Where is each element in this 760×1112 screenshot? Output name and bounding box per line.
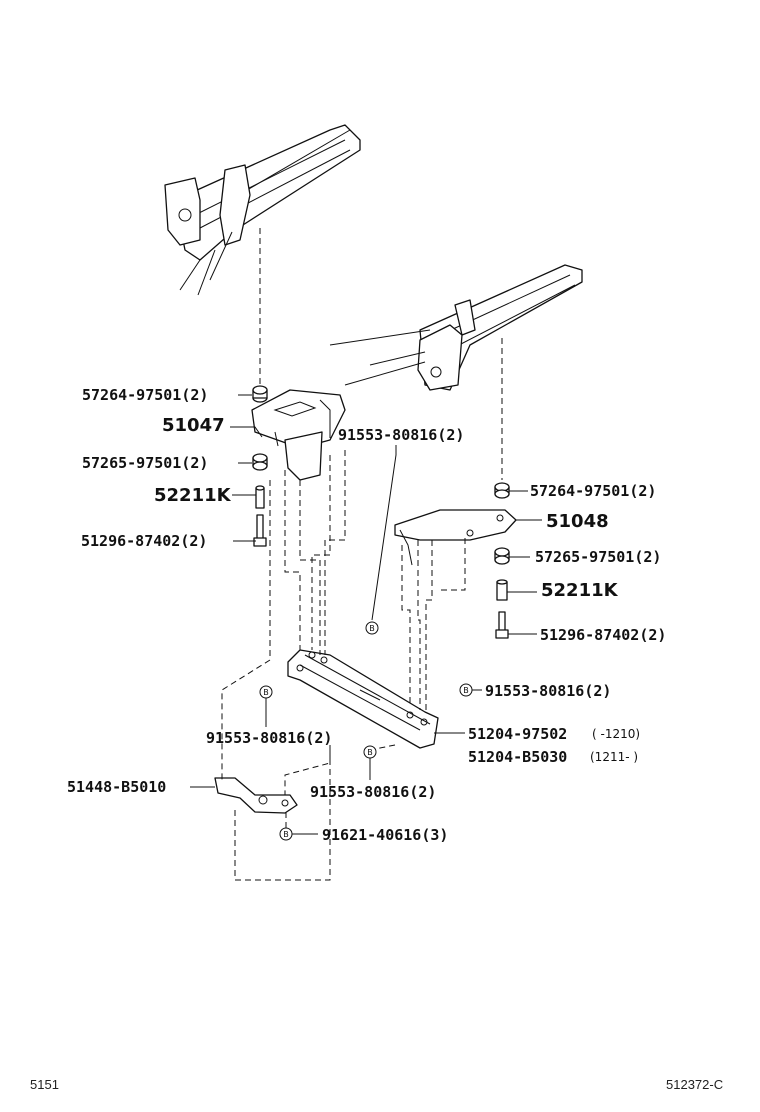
- label-51296-right: 51296-87402(2): [540, 626, 666, 644]
- bolt-marker-right: B: [459, 683, 473, 697]
- bracket-51448: [214, 777, 298, 814]
- footer-left-code: 5151: [30, 1077, 59, 1092]
- bolt-marker-upper: B: [365, 621, 379, 635]
- label-51204-b: 51204-B5030: [468, 748, 567, 766]
- label-91621: 91621-40616(3): [322, 826, 448, 844]
- label-91553-upper: 91553-80816(2): [338, 426, 464, 444]
- collar-52211k-left: [255, 485, 265, 509]
- label-52211k-right: 52211K: [541, 580, 619, 601]
- left-frame-rail: [164, 124, 361, 296]
- label-51448: 51448-B5010: [67, 778, 166, 796]
- bolt-51296-left: [253, 514, 267, 547]
- svg-text:B: B: [263, 688, 269, 697]
- assembly-guides: [221, 228, 503, 881]
- label-57264-left: 57264-97501(2): [82, 386, 208, 404]
- right-frame-rail: [329, 264, 583, 391]
- collar-52211k-right: [496, 579, 508, 601]
- svg-text:B: B: [367, 748, 373, 757]
- crossmember-51204: [287, 649, 439, 749]
- engine-mount-51048: [394, 509, 517, 566]
- label-57265-left: 57265-97501(2): [82, 454, 208, 472]
- insulator-57264-right: [494, 482, 510, 499]
- bolt-51296-right: [495, 611, 509, 639]
- label-51047: 51047: [162, 415, 225, 436]
- insulator-57265-left: [252, 453, 268, 471]
- label-51204-a: 51204-97502: [468, 725, 567, 743]
- leader-lines: [190, 394, 542, 835]
- label-51204-a-range: ( -1210): [592, 727, 640, 741]
- label-51048: 51048: [546, 511, 609, 532]
- label-91553-left: 91553-80816(2): [206, 729, 332, 747]
- bolt-marker-bottom: B: [363, 745, 377, 759]
- bolt-marker-bracket: B: [279, 827, 293, 841]
- label-52211k-left: 52211K: [154, 485, 232, 506]
- svg-text:B: B: [463, 686, 469, 695]
- label-57264-right: 57264-97501(2): [530, 482, 656, 500]
- footer-right-code: 512372-C: [666, 1077, 724, 1092]
- label-91553-bottom: 91553-80816(2): [310, 783, 436, 801]
- label-51204-b-range: (1211- ): [590, 750, 638, 764]
- insulator-57264-left: [252, 385, 268, 403]
- label-91553-right: 91553-80816(2): [485, 682, 611, 700]
- engine-mount-51047: [251, 389, 346, 481]
- insulator-57265-right: [494, 547, 510, 565]
- bolt-marker-left: B: [259, 685, 273, 699]
- label-57265-right: 57265-97501(2): [535, 548, 661, 566]
- label-51296-left: 51296-87402(2): [81, 532, 207, 550]
- svg-text:B: B: [283, 830, 289, 839]
- svg-text:B: B: [369, 624, 375, 633]
